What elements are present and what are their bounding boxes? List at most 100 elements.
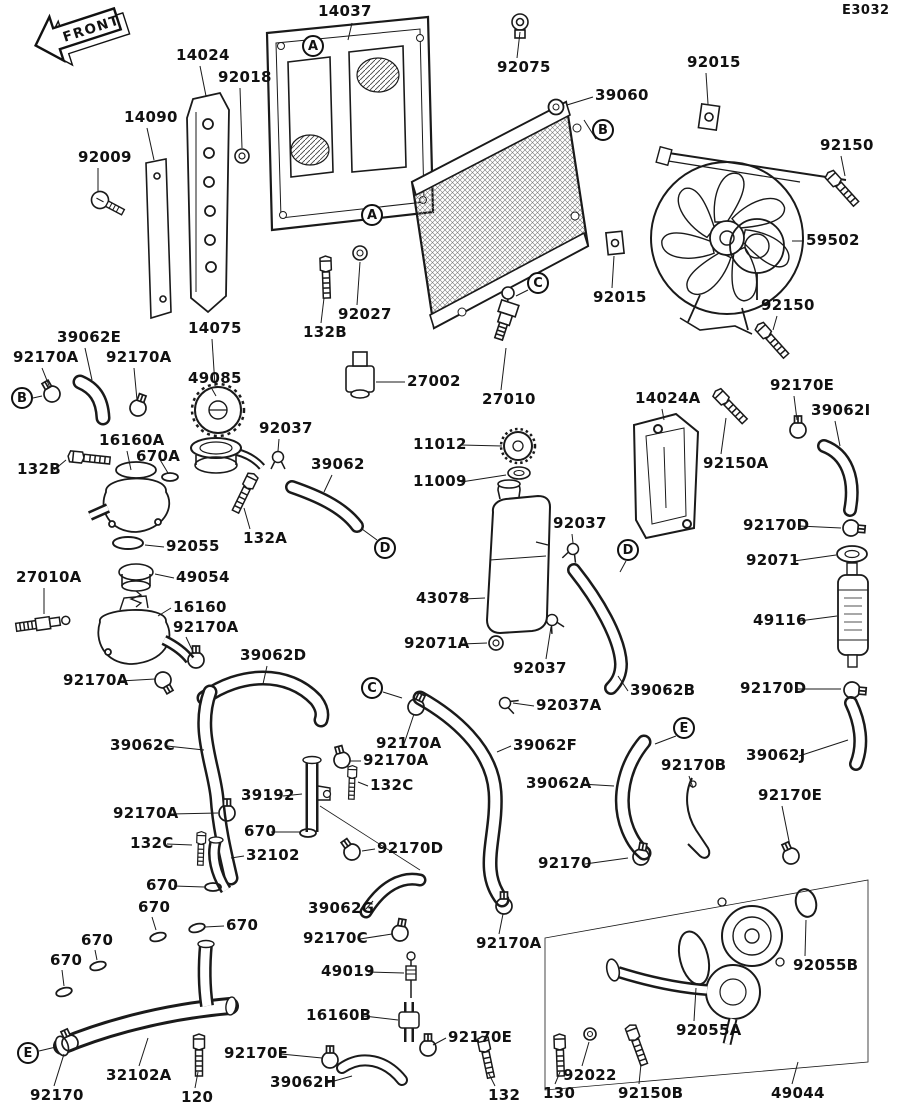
part-number-label: 92150A — [703, 454, 769, 472]
part-number-label: 92170B — [661, 756, 727, 774]
part-number-label: 27010 — [482, 390, 536, 408]
part-number-label: 92170A — [376, 734, 442, 752]
part-number-label: 670 — [244, 822, 277, 840]
air-bleed-49019 — [405, 951, 417, 998]
part-number-label: 92075 — [497, 58, 551, 76]
part-number-label: 11009 — [413, 472, 467, 490]
part-number-label: 14024 — [176, 46, 230, 64]
part-number-label: 92018 — [218, 68, 272, 86]
part-number-label: 92170E — [448, 1028, 513, 1046]
screw-92009 — [90, 190, 126, 216]
part-number-label: 92170A — [476, 934, 542, 952]
part-number-label: 16160 — [173, 598, 227, 616]
part-number-label: 92037 — [513, 659, 567, 677]
plate-14090 — [145, 158, 172, 320]
part-number-label: 92170 — [30, 1086, 84, 1103]
part-number-label: 49019 — [321, 962, 375, 980]
assembly-callout-d: D — [617, 539, 639, 561]
fan-59502 — [650, 145, 847, 335]
part-number-label: 39062I — [811, 401, 871, 419]
water-pipe-housing-16160 — [97, 595, 195, 665]
assembly-callout-a: A — [361, 204, 383, 226]
part-number-label: 92170A — [363, 751, 429, 769]
bracket-92015-upper — [697, 102, 721, 132]
part-number-label: 92015 — [593, 288, 647, 306]
part-number-label: 92022 — [563, 1066, 617, 1084]
part-number-label: 16160B — [306, 1006, 372, 1024]
radiator-cap-49085 — [190, 382, 246, 438]
part-number-label: 92170E — [758, 786, 823, 804]
part-number-label: 49085 — [188, 369, 242, 387]
part-number-label: 39062E — [57, 328, 122, 346]
part-number-label: 27002 — [407, 372, 461, 390]
part-number-label: 92150B — [618, 1084, 684, 1102]
part-number-label: 92055 — [166, 537, 220, 555]
sensor-27010A — [14, 615, 71, 633]
assembly-callout-b: B — [11, 387, 33, 409]
assembly-callout-c: C — [361, 677, 383, 699]
pipe-32102 — [208, 836, 232, 894]
leader-lines — [32, 22, 849, 1089]
part-number-label: 132 — [488, 1086, 521, 1103]
switch-27010 — [493, 298, 520, 342]
fitting-16160B — [398, 1002, 420, 1042]
assembly-callout-c: C — [527, 272, 549, 294]
grommet-92071A — [488, 635, 504, 651]
assembly-callout-d: D — [374, 537, 396, 559]
part-number-label: 92170A — [173, 618, 239, 636]
part-number-label: 132C — [370, 776, 414, 794]
oring-92055A — [677, 930, 711, 986]
part-number-label: 14024A — [635, 389, 701, 407]
part-number-label: 92170A — [113, 804, 179, 822]
water-pump-49044 — [605, 897, 785, 1046]
filler-neck-14075 — [190, 437, 266, 474]
part-number-label: 670 — [226, 916, 259, 934]
joint-pipe-39192 — [302, 755, 332, 832]
part-number-label: 11012 — [413, 435, 467, 453]
part-number-label: 132C — [130, 834, 174, 852]
part-number-label: 92055A — [676, 1021, 742, 1039]
filter-49116 — [837, 562, 869, 668]
part-number-label: 14090 — [124, 108, 178, 126]
front-arrow-plate — [34, 6, 131, 67]
part-number-label: 92170E — [770, 376, 835, 394]
part-number-label: 39062B — [630, 681, 696, 699]
part-number-label: 14075 — [188, 319, 242, 337]
part-number-label: 670 — [146, 876, 179, 894]
washer-92022 — [583, 1027, 597, 1041]
pipe-assembly-32102A — [53, 939, 239, 1057]
part-number-label: 39062G — [308, 899, 375, 917]
part-number-label: 49116 — [753, 611, 807, 629]
shroud-14037 — [265, 15, 435, 232]
bracket-92015-lower — [605, 230, 625, 256]
part-number-label: 16160A — [99, 431, 165, 449]
part-number-label: 130 — [543, 1084, 576, 1102]
part-number-label: 39062H — [270, 1073, 337, 1091]
part-number-label: 49054 — [176, 568, 230, 586]
part-number-label: 14037 — [318, 2, 372, 20]
part-number-label: 39062 — [311, 455, 365, 473]
part-number-label: 92037 — [259, 419, 313, 437]
part-number-label: 92037 — [553, 514, 607, 532]
assembly-callout-e: E — [17, 1042, 39, 1064]
hoses — [72, 374, 868, 1086]
part-number-label: 92170 — [538, 854, 592, 872]
part-number-label: 92170A — [63, 671, 129, 689]
part-number-label: 27010A — [16, 568, 82, 586]
part-number-label: 32102A — [106, 1066, 172, 1084]
part-number-label: 92170D — [377, 839, 444, 857]
part-number-label: 39062J — [746, 746, 806, 764]
part-number-label: 92150 — [761, 296, 815, 314]
part-number-label: 670 — [138, 898, 171, 916]
part-number-label: 39062D — [240, 646, 307, 664]
thermostat-49054 — [118, 563, 154, 608]
part-number-label: 39062F — [513, 736, 578, 754]
part-number-label: 92170E — [224, 1044, 289, 1062]
part-number-label: 92170A — [106, 348, 172, 366]
part-number-label: 92071 — [746, 551, 800, 569]
pump-assembly-outline — [544, 879, 869, 1091]
part-number-label: 92170A — [13, 348, 79, 366]
reference-line — [319, 805, 421, 871]
